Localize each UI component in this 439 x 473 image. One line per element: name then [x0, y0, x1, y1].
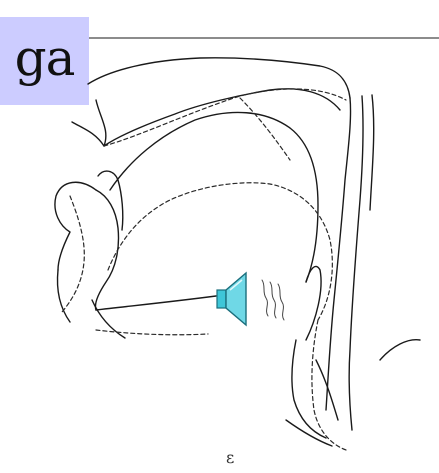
tongue-base — [96, 296, 216, 310]
lip-dashed — [62, 196, 84, 312]
palate-line — [96, 89, 340, 146]
chin-line — [380, 340, 420, 360]
lip-line — [95, 190, 118, 310]
pharynx-dashed — [312, 320, 346, 450]
incisor — [98, 171, 123, 230]
lower-lip — [58, 270, 71, 322]
palate-dashed — [104, 89, 346, 146]
floor-dashed — [96, 330, 208, 335]
velum-dashed — [240, 98, 290, 160]
spine-edge — [370, 95, 374, 210]
sound-waves — [262, 280, 284, 320]
upper-lip — [55, 182, 96, 270]
pharynx-wall — [326, 98, 351, 410]
tongue-surface — [110, 112, 318, 282]
figure-caption: ε — [226, 448, 234, 467]
posterior-wall — [349, 96, 363, 430]
trachea-line — [286, 420, 332, 446]
nasal-line — [72, 122, 104, 146]
speaker-icon[interactable] — [216, 270, 250, 328]
larynx-front — [292, 340, 326, 438]
